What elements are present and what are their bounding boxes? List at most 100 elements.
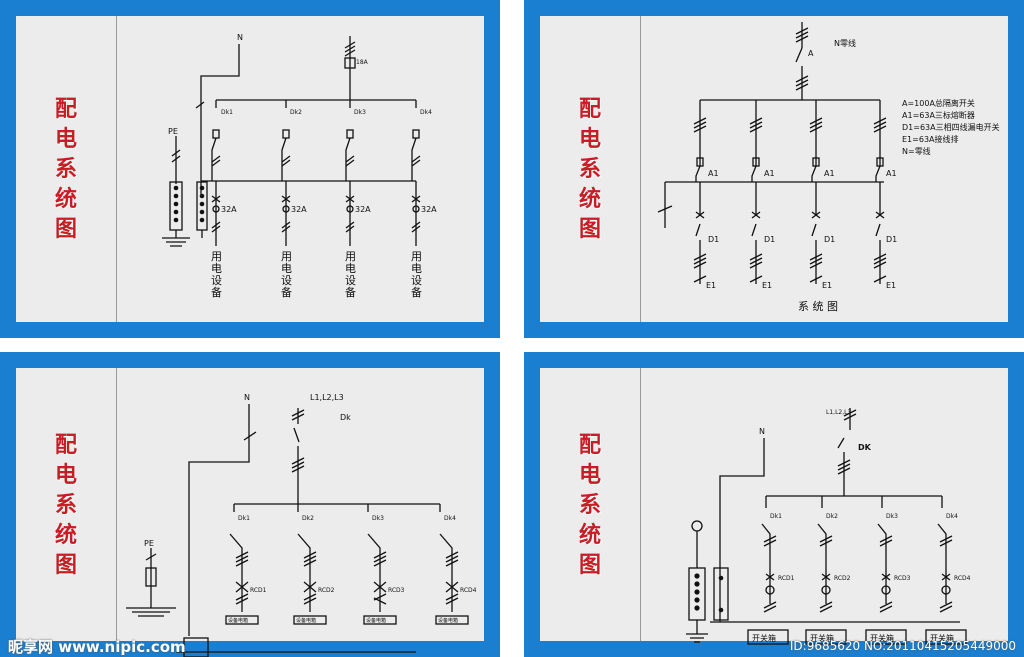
diagram-1: N PE 18A Dk1 Dk2 Dk3 Dk4 32A 32A 32A 32A…	[162, 33, 437, 299]
branch-label: Dk2	[290, 109, 302, 116]
rcd-label: RCD1	[778, 575, 795, 582]
rcd-label: RCD3	[388, 587, 405, 594]
title-char: 电	[578, 126, 601, 152]
legend-item: E1=63A接线排	[902, 134, 959, 144]
title-char: 统	[578, 186, 601, 212]
main-switch-label: DK	[858, 443, 872, 452]
title-char: 电	[54, 461, 77, 488]
title-char: 配	[578, 96, 601, 122]
title-char: 图	[54, 216, 77, 242]
main-switch-label: A	[808, 49, 814, 58]
panel-divider	[116, 368, 117, 641]
branch-label: Dk4	[946, 513, 958, 520]
main-switch-label: Dk	[340, 413, 351, 422]
legend-item: N=零线	[902, 146, 931, 156]
box-label: 开关箱	[930, 633, 954, 643]
title-char: 配	[578, 431, 601, 458]
title-char: 系	[578, 156, 601, 182]
load-char: 电	[411, 262, 422, 275]
pe-label: PE	[168, 127, 178, 136]
title-char: 图	[54, 551, 77, 578]
branch-label: Dk2	[826, 513, 838, 520]
load-char: 电	[345, 262, 356, 275]
terminal-label: E1	[762, 281, 772, 290]
rcd-label: D1	[824, 235, 835, 244]
breaker-label: A1	[764, 169, 775, 178]
breaker-label: A1	[824, 169, 835, 178]
panel-divider	[116, 16, 117, 322]
neutral-label: N零线	[834, 38, 856, 48]
rcd-label: D1	[764, 235, 775, 244]
rcd-label: RCD2	[318, 587, 335, 594]
load-char: 电	[281, 262, 292, 275]
title-char: 配	[54, 96, 77, 122]
panel-title: 配 电 系 统 图	[16, 16, 116, 322]
panel-2: 配 电 系 统 图	[524, 0, 1024, 338]
load-char: 用	[411, 250, 422, 263]
branch-label: Dk1	[770, 513, 782, 520]
neutral-label: N	[237, 33, 243, 42]
legend-item: D1=63A三相四线漏电开关	[902, 122, 1000, 132]
box-label: 开关箱	[810, 633, 834, 643]
rcd-label: RCD1	[250, 587, 267, 594]
pe-label: PE	[144, 539, 154, 548]
title-char: 电	[578, 461, 601, 488]
box-label: 开关箱	[752, 633, 776, 643]
branch-label: Dk3	[886, 513, 898, 520]
diagram-2: A N零线 A1 A1 A1 A1 D1 D1 D1 D1 E1 E1 E1 E…	[657, 22, 1000, 313]
box-label: 开关箱	[870, 633, 894, 643]
terminal-label: E1	[822, 281, 832, 290]
panel-3: 配 电 系 统 图	[0, 352, 500, 657]
load-char: 设	[281, 274, 292, 287]
title-char: 统	[54, 186, 77, 212]
terminal-label: E1	[886, 281, 896, 290]
title-char: 系	[54, 156, 77, 182]
branch-fuse-label: 32A	[355, 205, 371, 214]
branch-label: Dk4	[444, 515, 456, 522]
title-char: 系	[54, 491, 77, 518]
diagram-4: N L1,L2,L3 DK Dk1 Dk2 Dk3 Dk4 RCD1 RCD2 …	[686, 408, 971, 645]
load-char: 用	[345, 250, 356, 263]
phases-label: L1,L2,L3	[310, 393, 344, 402]
legend-item: A=100A总隔离开关	[902, 98, 975, 108]
load-char: 备	[281, 285, 292, 299]
panel-divider	[640, 368, 641, 641]
title-char: 图	[578, 216, 601, 242]
panel-title: 配 电 系 统 图	[540, 368, 640, 641]
neutral-label: N	[759, 427, 765, 436]
load-char: 用	[211, 250, 222, 263]
legend: A=100A总隔离开关 A1=63A三标熔断器 D1=63A三相四线漏电开关 E…	[902, 98, 1000, 156]
branch-fuse-label: 32A	[421, 205, 437, 214]
panel-divider	[640, 16, 641, 322]
load-box-label: 设备电箱	[366, 617, 386, 624]
load-char: 备	[211, 285, 222, 299]
title-char: 电	[54, 126, 77, 152]
rcd-label: D1	[708, 235, 719, 244]
branch-fuse-label: 32A	[221, 205, 237, 214]
breaker-label: A1	[708, 169, 719, 178]
rcd-label: RCD3	[894, 575, 911, 582]
title-char: 统	[54, 521, 77, 548]
load-labels: 用 电 设 备 用 电 设 备 用 电 设 备 用 电 设 备	[211, 250, 422, 299]
branch-fuse-label: 32A	[291, 205, 307, 214]
load-box-label: 设备电箱	[438, 617, 458, 624]
load-char: 备	[411, 285, 422, 299]
branch-label: Dk4	[420, 109, 432, 116]
branch-label: Dk3	[372, 515, 384, 522]
panel-4: 配 电 系 统 图	[524, 352, 1024, 657]
load-char: 设	[211, 274, 222, 287]
title-char: 系	[578, 491, 601, 518]
load-char: 设	[345, 274, 356, 287]
rcd-label: RCD2	[834, 575, 851, 582]
branch-label: Dk2	[302, 515, 314, 522]
branch-label: Dk3	[354, 109, 366, 116]
main-fuse-label: 18A	[356, 59, 369, 66]
terminal-label: E1	[706, 281, 716, 290]
legend-item: A1=63A三标熔断器	[902, 110, 975, 120]
panel-title: 配 电 系 统 图	[540, 16, 640, 322]
load-char: 电	[211, 262, 222, 275]
title-char: 图	[578, 551, 601, 578]
title-char: 配	[54, 431, 77, 458]
breaker-label: A1	[886, 169, 897, 178]
load-char: 备	[345, 285, 356, 299]
